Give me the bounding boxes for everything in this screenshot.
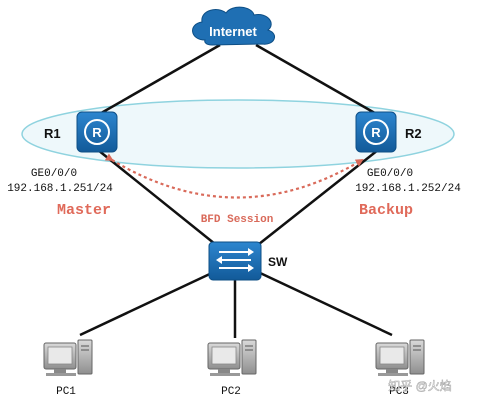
router-r2-name: R2 bbox=[405, 126, 422, 141]
r1-ip-label: 192.168.1.251/24 bbox=[7, 183, 113, 195]
pc3-label: PC3 bbox=[389, 386, 409, 398]
router-icon bbox=[76, 111, 118, 153]
svg-text:R: R bbox=[92, 125, 102, 140]
link-internet-r2 bbox=[255, 43, 381, 118]
vrrp-group-ellipse bbox=[21, 99, 455, 169]
bfd-session-arrow bbox=[104, 153, 364, 199]
link-internet-r1 bbox=[95, 43, 221, 118]
switch-sw bbox=[208, 241, 262, 281]
router-icon bbox=[355, 111, 397, 153]
r1-interface-label: GE0/0/0 bbox=[31, 168, 77, 180]
switch-label: SW bbox=[268, 255, 288, 269]
router-r1: R bbox=[76, 111, 118, 153]
internet-cloud-icon: Internet bbox=[192, 6, 276, 46]
pc1-label: PC1 bbox=[56, 386, 76, 398]
link-sw-pc1 bbox=[79, 270, 215, 337]
r2-role-label: Backup bbox=[359, 202, 413, 219]
r1-role-label: Master bbox=[57, 202, 111, 219]
link-sw-pc3 bbox=[257, 270, 393, 337]
pc2-label: PC2 bbox=[221, 386, 241, 398]
router-r2: R bbox=[355, 111, 397, 153]
internet-label: Internet bbox=[209, 24, 257, 39]
svg-text:R: R bbox=[371, 125, 381, 140]
links bbox=[79, 43, 393, 338]
pc3-icon bbox=[375, 339, 425, 376]
router-r1-name: R1 bbox=[44, 126, 61, 141]
pc2-icon bbox=[207, 339, 257, 376]
r2-interface-label: GE0/0/0 bbox=[367, 168, 413, 180]
watermark: 知乎 @火焰 bbox=[388, 378, 452, 393]
r2-ip-label: 192.168.1.252/24 bbox=[355, 183, 461, 195]
bfd-session-label: BFD Session bbox=[201, 214, 274, 226]
pc1-icon bbox=[43, 339, 93, 376]
